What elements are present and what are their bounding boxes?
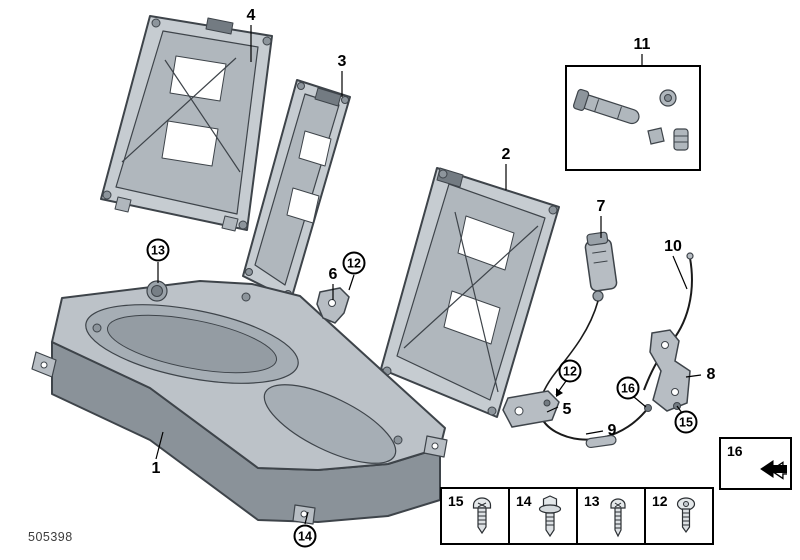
- callout-label-1[interactable]: 1: [151, 460, 161, 477]
- backrest-frame-left-4: [100, 15, 273, 232]
- backrest-frame-center-3: [242, 79, 351, 301]
- fastener-cell-14[interactable]: 14: [508, 487, 578, 545]
- callout-circled-12b[interactable]: 12: [558, 359, 582, 383]
- callout-label-7[interactable]: 7: [596, 198, 606, 215]
- callout-label-10[interactable]: 10: [664, 238, 682, 255]
- latch-bracket-8: [644, 329, 691, 412]
- fastener-label: 15: [448, 493, 464, 509]
- callout-circled-16[interactable]: 16: [616, 376, 640, 400]
- fastener-cell-15[interactable]: 15: [440, 487, 510, 545]
- actuator-cable: [539, 300, 599, 401]
- fastener-table: 15 14 13: [440, 487, 714, 545]
- lock-actuator-7: [584, 231, 618, 302]
- callout-label-8[interactable]: 8: [706, 366, 716, 383]
- callout-label-11[interactable]: 11: [633, 36, 651, 53]
- callout-circled-13[interactable]: 13: [146, 238, 170, 262]
- fastener-label: 12: [652, 493, 668, 509]
- torx-screw-icon: [676, 497, 696, 534]
- hex-bolt-icon: [538, 495, 562, 538]
- fastener-cell-12[interactable]: 12: [644, 487, 714, 545]
- fastener-label: 13: [584, 493, 600, 509]
- callout-label-2[interactable]: 2: [501, 146, 511, 163]
- direction-arrow-box[interactable]: 16: [719, 437, 792, 490]
- headrest-hardware-box-11: [565, 65, 701, 171]
- callout-circled-15[interactable]: 15: [674, 410, 698, 434]
- fastener-label: 14: [516, 493, 532, 509]
- callout-label-6[interactable]: 6: [328, 266, 338, 283]
- callout-circled-14[interactable]: 14: [293, 524, 317, 548]
- screw-icon: [472, 497, 492, 535]
- cable-holder-5: [502, 390, 560, 428]
- leader-arrowhead: [556, 388, 563, 397]
- callout-label-9[interactable]: 9: [607, 422, 617, 439]
- callout-label-5[interactable]: 5: [562, 401, 572, 418]
- callout-circled-12a[interactable]: 12: [342, 251, 366, 275]
- seat-base-frame-1: [31, 280, 448, 525]
- screw-icon: [610, 498, 626, 538]
- fastener-cell-13[interactable]: 13: [576, 487, 646, 545]
- document-id: 505398: [28, 530, 73, 544]
- callout-label-3[interactable]: 3: [337, 53, 347, 70]
- callout-label-4[interactable]: 4: [246, 7, 256, 24]
- backrest-frame-right-2: [380, 167, 560, 418]
- bowden-cable-9: [539, 407, 649, 449]
- direction-arrow-icon: [760, 460, 787, 480]
- leader-lines: [155, 25, 702, 525]
- arrow-box-label: 16: [727, 443, 743, 459]
- bracket-6: [316, 287, 350, 324]
